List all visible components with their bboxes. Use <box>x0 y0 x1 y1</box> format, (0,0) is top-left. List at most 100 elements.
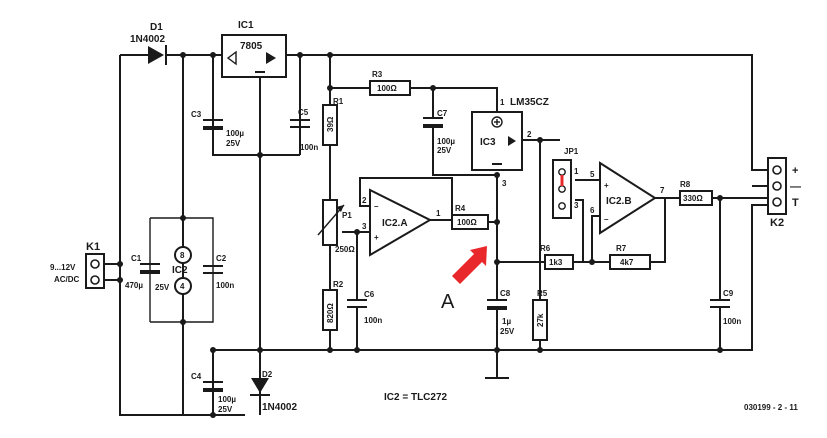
ic2b-ref: IC2.B <box>606 196 632 207</box>
r2-ref: R2 <box>333 280 344 289</box>
k2-ref: K2 <box>770 217 784 229</box>
r1-value: 39Ω <box>326 116 335 132</box>
c3-voltage: 25V <box>226 139 241 148</box>
r6-ref: R6 <box>540 244 551 253</box>
r1-ref: R1 <box>333 97 344 106</box>
ic2a-minus: – <box>374 202 379 211</box>
ic2-power-pins: 8 IC2 4 <box>172 246 192 295</box>
ic2b-pin5: 5 <box>590 170 595 179</box>
ic2-pin-bottom: 4 <box>180 282 185 291</box>
r6-value: 1k3 <box>549 258 563 267</box>
potentiometer-p1: P1 250Ω <box>317 199 355 254</box>
resistor-r7: 4k7 R7 <box>609 244 651 270</box>
ic3-ref: IC3 <box>480 137 496 148</box>
r4-value: 100Ω <box>457 218 477 227</box>
resistor-r3: 100Ω R3 <box>369 70 411 96</box>
capacitor-c3: C3 100µ 25V <box>191 110 244 148</box>
c9-value: 100n <box>723 317 741 326</box>
jp1-ref: JP1 <box>564 147 579 156</box>
capacitor-c7: C7 100µ 25V <box>423 109 455 155</box>
d2-value: 1N4002 <box>262 402 297 413</box>
junctions <box>117 52 723 418</box>
c9-ref: C9 <box>723 289 734 298</box>
resistor-r2: 820Ω R2 <box>322 280 344 331</box>
c7-ref: C7 <box>437 109 448 118</box>
k1-label: 9...12V <box>50 263 76 272</box>
p1-ref: P1 <box>342 211 352 220</box>
connector-k1: K1 9...12V AC/DC <box>50 241 105 289</box>
r5-value: 27k <box>536 313 545 327</box>
regulator-ic1: IC1 7805 <box>221 20 287 78</box>
c8-voltage: 25V <box>500 327 515 336</box>
ic3-pin2: 2 <box>527 130 532 139</box>
diode-d2: D2 1N4002 <box>250 370 297 413</box>
connector-k2: K2 + — T <box>752 157 801 229</box>
c8-value: 1µ <box>502 317 511 326</box>
ic3-part: LM35CZ <box>510 97 549 108</box>
ic1-value: 7805 <box>240 41 263 52</box>
marker-arrow: A <box>441 246 487 313</box>
marker-label: A <box>441 291 455 313</box>
c7-voltage: 25V <box>437 146 452 155</box>
ic2b-pin7: 7 <box>660 186 665 195</box>
c4-voltage: 25V <box>218 405 233 414</box>
capacitor-c9: C9 100n <box>710 289 741 326</box>
c1-value: 470µ <box>125 281 143 290</box>
resistor-r6: 1k3 R6 <box>540 244 574 270</box>
ic1-ref: IC1 <box>238 20 254 31</box>
k1-ref: K1 <box>86 241 100 253</box>
c3-value: 100µ <box>226 129 244 138</box>
ic2-type-note: IC2 = TLC272 <box>384 392 448 403</box>
c6-value: 100n <box>364 316 382 325</box>
c5-ref: C5 <box>298 108 309 117</box>
sensor-ic3: IC3 LM35CZ 1 2 3 <box>471 97 549 188</box>
c4-value: 100µ <box>218 395 236 404</box>
c7-value: 100µ <box>437 137 455 146</box>
c4-ref: C4 <box>191 372 202 381</box>
r3-ref: R3 <box>372 70 383 79</box>
ic2a-pin2: 2 <box>362 196 367 205</box>
ic2b-minus: – <box>604 215 609 224</box>
k1-label2: AC/DC <box>54 275 80 284</box>
jp1-pin1: 1 <box>574 167 579 176</box>
c6-ref: C6 <box>364 290 375 299</box>
ic3-pin1: 1 <box>500 98 505 107</box>
c2-value: 100n <box>216 281 234 290</box>
diode-d1: D1 1N4002 <box>130 22 167 65</box>
capacitor-c5: C5 100n <box>290 108 318 152</box>
capacitor-c8: C8 1µ 25V <box>487 289 515 336</box>
ic2b-plus: + <box>604 181 609 190</box>
c5-value: 100n <box>300 143 318 152</box>
ic2b-pin6: 6 <box>590 206 595 215</box>
r7-value: 4k7 <box>620 258 634 267</box>
ic2a-plus: + <box>374 233 379 242</box>
p1-value: 250Ω <box>335 245 355 254</box>
r5-ref: R5 <box>537 289 548 298</box>
r7-ref: R7 <box>616 244 627 253</box>
opamp-ic2a: IC2.A – + 2 3 1 <box>362 188 441 257</box>
resistor-r1: 39Ω R1 <box>322 97 344 146</box>
r3-value: 100Ω <box>377 84 397 93</box>
k2-minus: — <box>790 181 801 193</box>
ic2a-ref: IC2.A <box>382 218 408 229</box>
r8-ref: R8 <box>680 180 691 189</box>
ic2-ref: IC2 <box>172 265 188 276</box>
jp1-pin3: 3 <box>574 201 579 210</box>
ic2a-pin3: 3 <box>362 222 367 231</box>
ic3-pin3: 3 <box>502 179 507 188</box>
c8-ref: C8 <box>500 289 511 298</box>
resistor-r4: 100Ω R4 <box>451 204 489 230</box>
capacitor-c6: C6 100n <box>347 290 382 325</box>
doc-code: 030199 - 2 - 11 <box>744 403 798 412</box>
d1-value: 1N4002 <box>130 34 165 45</box>
d2-ref: D2 <box>262 370 273 379</box>
opamp-ic2b: IC2.B + – 5 6 7 <box>590 161 665 235</box>
capacitor-c2: C2 100n <box>203 254 234 290</box>
ic2a-pin1: 1 <box>436 209 441 218</box>
r2-value: 820Ω <box>326 303 335 323</box>
wires <box>103 54 768 416</box>
capacitor-c1: C1 470µ 25V <box>125 254 170 292</box>
k2-plus: + <box>792 165 798 177</box>
d1-ref: D1 <box>150 22 163 33</box>
